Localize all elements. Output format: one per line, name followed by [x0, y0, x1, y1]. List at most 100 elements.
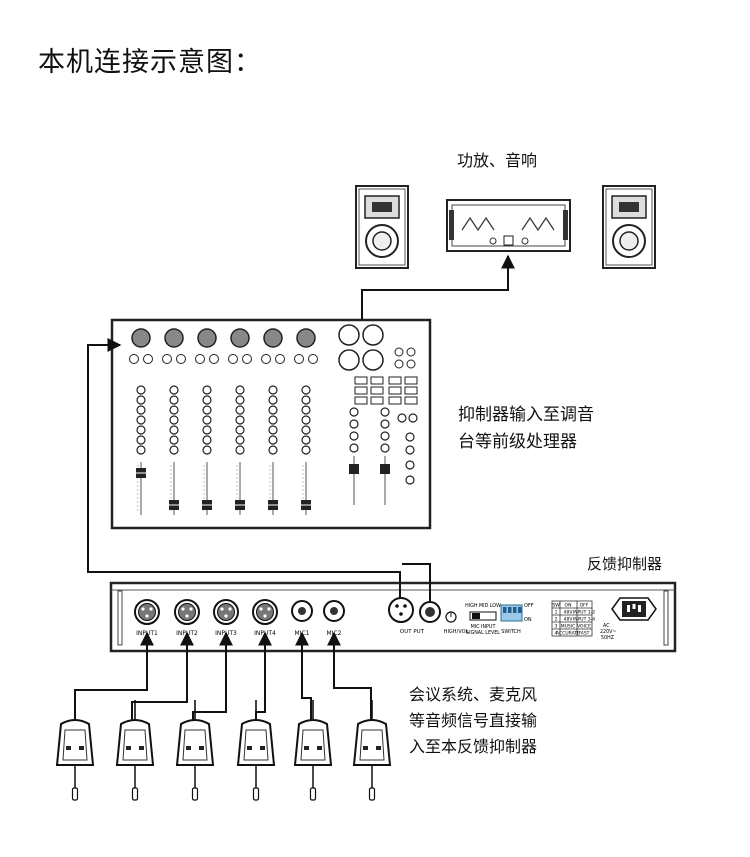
level-label-mic: MIC INPUT	[471, 624, 496, 630]
channel-knob	[202, 415, 212, 425]
power-amplifier	[446, 199, 571, 252]
master-knob	[349, 431, 359, 441]
mic-base	[115, 719, 155, 766]
mixer-caption-line-2: 台等前级处理器	[458, 432, 577, 452]
table-cell: FAST	[579, 631, 590, 637]
power-label-freq: 50HZ	[601, 635, 615, 641]
mic-base-face	[243, 729, 269, 761]
master-fader-cap	[349, 464, 359, 474]
master-knob	[349, 419, 359, 429]
channel-knob	[169, 425, 179, 435]
right-speaker	[602, 185, 656, 269]
mic-button	[260, 746, 265, 750]
mic3-to-input3	[192, 631, 233, 722]
mic-base-face	[62, 729, 88, 761]
switch-label: SWITCH	[501, 629, 521, 635]
conference-microphone-icon	[115, 700, 155, 801]
channel-knob	[136, 415, 146, 425]
mic-plug	[71, 787, 79, 801]
channel-knob	[301, 415, 311, 425]
mic5-to-mic1	[295, 631, 312, 722]
mixer-channel-strips	[136, 385, 418, 515]
channel-knob	[268, 445, 278, 455]
microphone-caption: 会议系统、麦克风 等音频信号直接输 入至本反馈抑制器	[409, 682, 537, 760]
mic6-to-mic2	[327, 631, 372, 722]
channel-knob	[169, 445, 179, 455]
xlr-input-3	[213, 599, 239, 625]
channel-knob	[136, 395, 146, 405]
switch-function-table	[551, 600, 593, 637]
channel-knob	[202, 435, 212, 445]
mic2-to-input2	[131, 631, 194, 722]
mic-jack-1	[291, 600, 313, 622]
table-cell: ACCURATE	[556, 631, 580, 637]
switch-on-label: ON	[524, 617, 532, 623]
connection-wires	[74, 254, 515, 722]
mic-button	[139, 746, 144, 750]
channel-knob	[301, 405, 311, 415]
mic-base-face	[182, 729, 208, 761]
output-knob	[405, 445, 415, 455]
page-title: 本机连接示意图：	[38, 47, 262, 78]
xlr-output	[388, 597, 414, 623]
table-cell: INPUT 1-2	[573, 610, 595, 616]
mixer-caption: 抑制器输入至调音 台等前级处理器	[458, 402, 594, 456]
conference-microphone-icon	[175, 700, 215, 801]
power-label-voltage: 220V~	[600, 629, 616, 635]
conference-microphones	[55, 700, 392, 801]
mixer-master-buttons	[354, 376, 418, 405]
table-cell: VOICE	[577, 624, 591, 630]
master-knob	[380, 431, 390, 441]
mixer-channel-strip	[235, 385, 245, 515]
ac-power-socket-icon	[611, 597, 657, 621]
output-knob	[397, 413, 407, 423]
mic-plug	[309, 787, 317, 801]
mic-button	[247, 746, 252, 750]
table-cell: 48V	[564, 610, 574, 616]
mic-button	[66, 746, 71, 750]
mixer-channel-strip	[169, 385, 179, 515]
channel-knob	[268, 415, 278, 425]
mic-caption-line-2: 等音频信号直接输	[409, 711, 538, 730]
mic-button	[199, 746, 204, 750]
channel-knob	[202, 445, 212, 455]
channel-knob	[268, 435, 278, 445]
mixer-channel-strip	[268, 385, 278, 515]
dip-switch	[500, 604, 523, 622]
channel-knob	[301, 445, 311, 455]
channel-knob	[301, 385, 311, 395]
channel-knob	[169, 435, 179, 445]
master-knob	[349, 407, 359, 417]
mic-base-face	[359, 729, 385, 761]
mic-button	[363, 746, 368, 750]
channel-knob	[202, 385, 212, 395]
master-fader-cap	[380, 464, 390, 474]
mic-caption-line-1: 会议系统、麦克风	[409, 685, 538, 704]
switch-off-label: OFF	[524, 603, 534, 609]
table-cell: 1	[555, 610, 558, 616]
table-cell: INPUT 3-4	[573, 617, 595, 623]
output-knob	[405, 475, 415, 485]
channel-knob	[202, 425, 212, 435]
mixer-channel-strip	[301, 385, 311, 515]
table-cell: 48V	[564, 617, 574, 623]
mic-button	[186, 746, 191, 750]
channel-knob	[268, 385, 278, 395]
channel-knob	[202, 405, 212, 415]
output-knob	[408, 413, 418, 423]
xlr-input-1	[134, 599, 160, 625]
channel-knob	[235, 435, 245, 445]
mic-jack-2	[323, 600, 345, 622]
volume-label: HIGH/VOL	[444, 629, 469, 635]
mic-caption-line-3: 入至本反馈抑制器	[409, 737, 538, 756]
channel-knob	[235, 425, 245, 435]
output-label: OUT PUT	[400, 629, 425, 635]
mixer-to-amplifier-wire	[361, 254, 515, 320]
channel-knob	[202, 395, 212, 405]
mic-plug	[252, 787, 260, 801]
channel-knob	[169, 415, 179, 425]
channel-knob	[235, 445, 245, 455]
master-knob	[349, 443, 359, 453]
amplifier-speakers-caption: 功放、音响	[457, 151, 538, 170]
xlr-input-4	[252, 599, 278, 625]
